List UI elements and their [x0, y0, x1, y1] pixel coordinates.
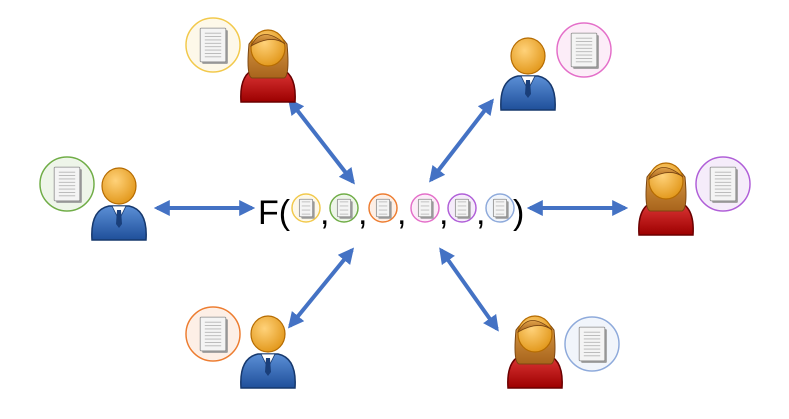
document-icon — [492, 198, 509, 219]
arrow-bottom-left-double-arrow-icon — [287, 247, 355, 329]
document-icon — [199, 316, 228, 353]
party-document — [39, 156, 95, 212]
person-icon — [638, 162, 694, 236]
arrows — [153, 98, 629, 332]
person-icon — [240, 315, 296, 389]
arrow-bottom-right-double-arrow-icon — [439, 247, 499, 332]
party-document — [185, 17, 241, 73]
document-icon — [578, 326, 607, 363]
document-icon — [336, 198, 353, 219]
formula-input-document-4 — [410, 193, 440, 223]
head — [101, 167, 137, 205]
formula-input-document-1 — [291, 193, 321, 223]
document-icon — [53, 166, 82, 203]
comma-separator: , — [439, 194, 448, 232]
party-document — [564, 316, 620, 372]
head — [510, 37, 546, 75]
formula-inputs: ,,,,, — [291, 193, 515, 232]
party-document — [695, 156, 751, 212]
party-bottom-left — [185, 306, 296, 389]
arrow-top-left-double-arrow-icon — [288, 98, 355, 185]
formula-input-document-5 — [447, 193, 477, 223]
document-icon — [375, 198, 392, 219]
formula: F( ,,,,, ) — [258, 193, 524, 232]
party-right — [638, 156, 751, 236]
document-icon — [298, 198, 315, 219]
person-icon — [91, 167, 147, 241]
document-icon — [199, 27, 228, 64]
function-name: F( — [258, 194, 291, 232]
document-icon — [570, 32, 599, 69]
comma-separator: , — [476, 194, 485, 232]
person-icon — [507, 315, 563, 389]
party-bottom-right — [507, 315, 620, 389]
formula-input-document-6 — [485, 193, 515, 223]
formula-close-paren: ) — [513, 194, 524, 232]
person-icon — [500, 37, 556, 111]
head — [250, 315, 286, 353]
party-document — [185, 306, 241, 362]
party-top-left — [185, 17, 296, 103]
party-document — [556, 22, 612, 78]
document-icon — [417, 198, 434, 219]
document-icon — [454, 198, 471, 219]
comma-separator: , — [320, 194, 329, 232]
comma-separator: , — [397, 194, 406, 232]
party-left — [39, 156, 147, 241]
document-icon — [709, 166, 738, 203]
comma-separator: , — [358, 194, 367, 232]
party-top-right — [500, 22, 612, 111]
parties — [39, 17, 751, 389]
formula-input-document-3 — [368, 193, 398, 223]
formula-input-document-2 — [329, 193, 359, 223]
arrow-top-right-double-arrow-icon — [429, 98, 494, 183]
person-icon — [240, 29, 296, 103]
